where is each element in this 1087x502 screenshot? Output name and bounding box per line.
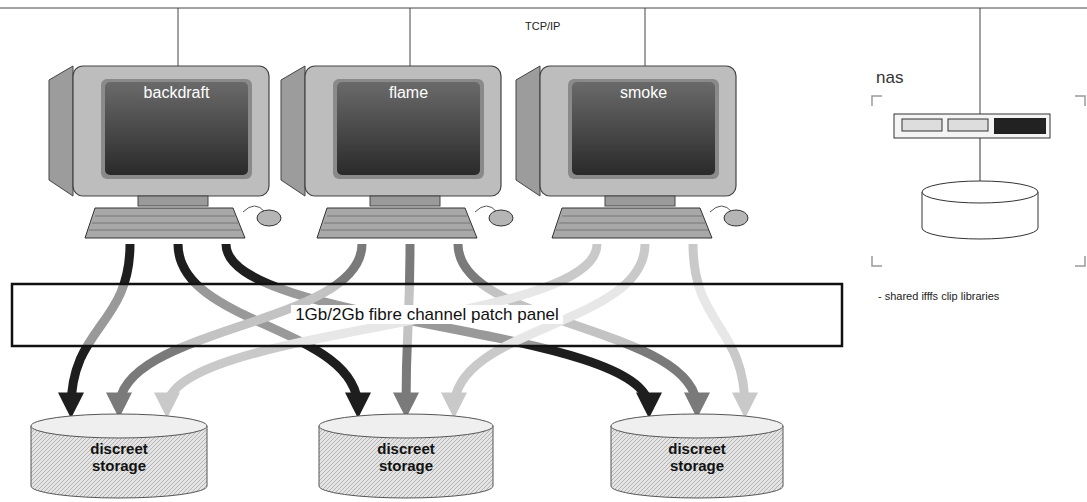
drop-line [980, 8, 981, 118]
storage-label: discreet storage [361, 440, 451, 475]
tcp-ip-line [0, 8, 1087, 9]
nas-figure [872, 96, 1085, 266]
storage-cylinder: discreet storage [610, 414, 784, 498]
nas-server: nas [872, 96, 1085, 266]
patch-panel: 1Gb/2Gb fibre channel patch panel [12, 284, 842, 346]
host-name: flame [337, 84, 480, 102]
host-name: smoke [572, 84, 715, 102]
drop-line [645, 8, 646, 68]
host-name: backdraft [105, 84, 248, 102]
workstation: backdraft [43, 62, 283, 244]
workstation: smoke [510, 62, 750, 244]
nas-note: - shared ifffs clip libraries [878, 290, 999, 302]
drop-line [178, 8, 179, 68]
nas-heading: nas [876, 68, 903, 88]
storage-label: discreet storage [74, 440, 164, 475]
panel-label-text: 1Gb/2Gb fibre channel patch panel [291, 305, 563, 324]
drop-line [410, 8, 411, 68]
panel-label: 1Gb/2Gb fibre channel patch panel [12, 305, 842, 325]
storage-label: discreet storage [652, 440, 742, 475]
workstation: flame [275, 62, 515, 244]
network-label: TCP/IP [525, 20, 560, 32]
storage-cylinder: discreet storage [318, 414, 494, 498]
storage-cylinder: discreet storage [30, 414, 208, 498]
